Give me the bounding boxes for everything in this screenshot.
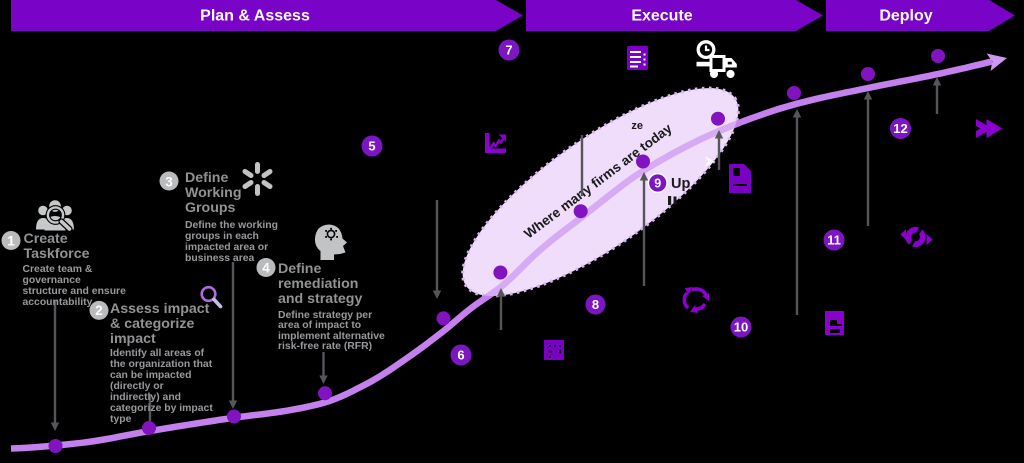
- svg-text:1: 1: [7, 233, 15, 248]
- svg-text:8: 8: [592, 297, 599, 312]
- svg-text:Plan & Assess: Plan & Assess: [200, 8, 310, 25]
- svg-text:11: 11: [827, 233, 841, 248]
- svg-text:7: 7: [505, 43, 512, 58]
- svg-text:2: 2: [95, 303, 103, 318]
- svg-text:12: 12: [893, 121, 907, 136]
- svg-text:4: 4: [262, 260, 270, 275]
- svg-text:Execute: Execute: [631, 8, 692, 25]
- svg-text:5: 5: [368, 139, 375, 154]
- svg-text:6: 6: [457, 348, 464, 363]
- svg-text:9: 9: [654, 176, 661, 190]
- svg-text:Up: Up: [671, 176, 690, 192]
- svg-text:3: 3: [165, 174, 173, 189]
- svg-text:ze: ze: [631, 120, 643, 132]
- svg-text:10: 10: [734, 320, 748, 335]
- svg-text:Deploy: Deploy: [879, 8, 932, 25]
